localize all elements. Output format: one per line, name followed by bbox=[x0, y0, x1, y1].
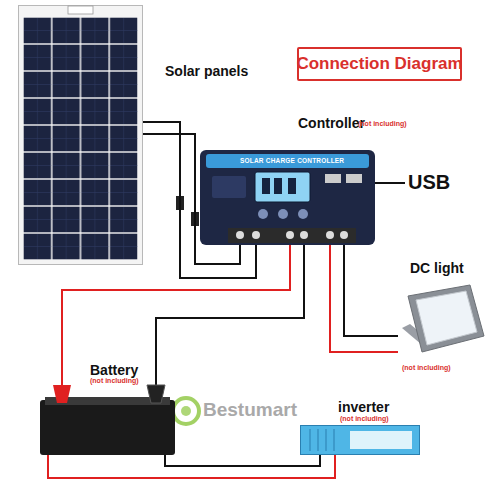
watermark: Bestumart bbox=[203, 399, 297, 421]
inverter-fin bbox=[310, 429, 311, 451]
node-heading: inverter bbox=[338, 399, 389, 415]
terminal-screw bbox=[326, 231, 334, 239]
inverter-panel bbox=[350, 431, 412, 449]
status-icons bbox=[212, 176, 246, 198]
device-text: SOLAR CHARGE CONTROLLER bbox=[240, 157, 344, 164]
note-text: (not including) bbox=[358, 120, 407, 128]
battery-art bbox=[40, 385, 175, 455]
wire bbox=[165, 455, 320, 466]
dc-light: DC light(not including) bbox=[398, 282, 486, 357]
terminal-strip bbox=[228, 228, 356, 243]
watermark-logo bbox=[173, 398, 199, 424]
inverter-fin bbox=[334, 429, 335, 451]
wire bbox=[62, 245, 290, 385]
terminal-screw bbox=[252, 231, 260, 239]
terminal-screw bbox=[340, 231, 348, 239]
inverter-fin bbox=[326, 429, 327, 451]
inverter-body bbox=[301, 426, 420, 455]
wire bbox=[330, 245, 398, 352]
inverter: inverter(not including) bbox=[300, 425, 420, 455]
lcd-screen bbox=[255, 172, 310, 202]
wire bbox=[344, 245, 398, 336]
note-text: (not including) bbox=[90, 377, 139, 385]
solar-panel-art bbox=[18, 5, 143, 265]
solar-panel: Solar panels bbox=[18, 5, 143, 265]
lcd-segment bbox=[288, 178, 296, 194]
wire bbox=[156, 245, 304, 385]
black-clamp bbox=[147, 385, 165, 403]
panel-frame bbox=[19, 6, 143, 265]
inverter-fin bbox=[318, 429, 319, 451]
node-heading: Controller bbox=[298, 115, 365, 131]
charge-controller: Controller(not including)SOLAR CHARGE CO… bbox=[200, 150, 375, 245]
controller-art bbox=[200, 150, 375, 245]
controller-body bbox=[200, 150, 375, 245]
node-heading: DC light bbox=[410, 260, 464, 276]
usb-leader-line bbox=[375, 182, 405, 184]
usb-port bbox=[325, 174, 341, 183]
terminal-screw bbox=[286, 231, 294, 239]
battery: Battery(not including) bbox=[40, 385, 175, 455]
usb-label: USB bbox=[408, 171, 450, 194]
note-text: (not including) bbox=[340, 415, 389, 423]
button bbox=[278, 209, 288, 219]
wire bbox=[48, 455, 335, 478]
light-housing bbox=[408, 285, 484, 352]
note-text: (not including) bbox=[402, 364, 451, 372]
node-heading: Battery bbox=[90, 362, 138, 378]
controller-band bbox=[206, 154, 369, 168]
red-clamp bbox=[53, 385, 71, 403]
panel-cells bbox=[23, 17, 138, 260]
watermark-logo-dot bbox=[181, 406, 191, 416]
inverter-art bbox=[300, 425, 420, 455]
lcd-segment bbox=[274, 178, 282, 194]
lcd-segment bbox=[262, 178, 270, 194]
junction-box bbox=[68, 6, 93, 14]
button bbox=[258, 209, 268, 219]
terminal-screw bbox=[236, 231, 244, 239]
battery-body bbox=[40, 400, 175, 455]
floodlight-art bbox=[398, 282, 486, 357]
usb-port bbox=[346, 174, 362, 183]
diagram-title: Connection Diagram bbox=[296, 54, 462, 74]
light-face bbox=[416, 291, 477, 345]
node-heading: Solar panels bbox=[165, 63, 248, 79]
title-box: Connection Diagram bbox=[297, 47, 462, 81]
button bbox=[298, 209, 308, 219]
terminal-screw bbox=[300, 231, 308, 239]
